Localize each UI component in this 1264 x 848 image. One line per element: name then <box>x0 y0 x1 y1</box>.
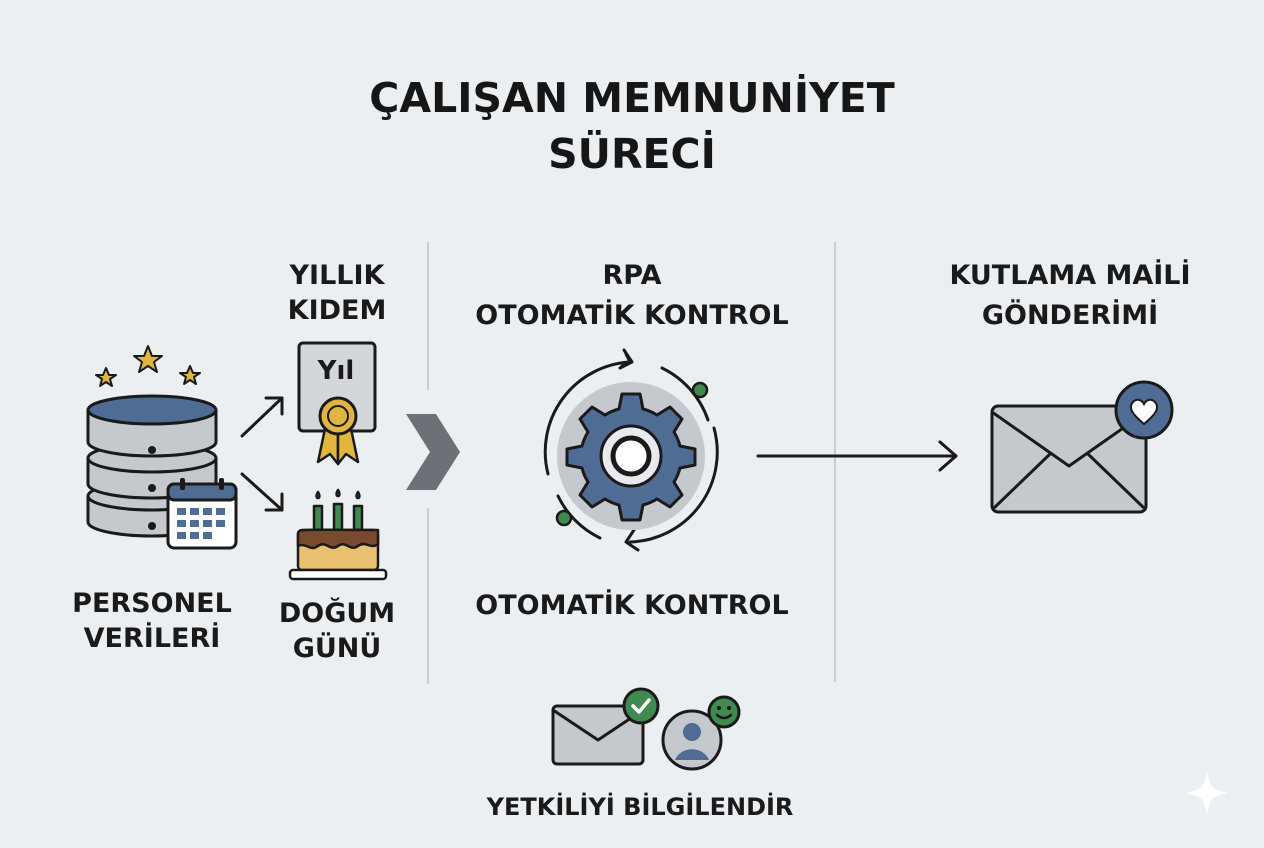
certificate-icon <box>297 341 377 466</box>
calendar-icon <box>166 478 238 550</box>
celebration-header-line-1: KUTLAMA MAİLİ <box>949 260 1191 291</box>
envelope-check-icon <box>551 687 660 766</box>
chevron-right-icon <box>406 414 460 490</box>
divider-left <box>427 242 429 390</box>
personnel-label-line-1: PERSONEL <box>72 588 232 619</box>
rpa-header-line-1: RPA <box>602 260 662 291</box>
birthday-cake-icon <box>288 488 388 581</box>
notify-authority-label: YETKİLİYİ BİLGİLENDİR <box>486 793 794 821</box>
certificate-text: Yıl <box>317 356 355 386</box>
birthday-label-line-1: DOĞUM <box>278 598 396 629</box>
star-icon <box>95 367 117 387</box>
personnel-label-line-2: VERİLERİ <box>83 623 221 654</box>
birthday-label-line-2: GÜNÜ <box>292 633 382 664</box>
page-title-line-1: ÇALIŞAN MEMNUNİYET <box>369 74 895 122</box>
branch-arrows <box>240 396 284 512</box>
rpa-header-line-2: OTOMATİK KONTROL <box>475 300 789 331</box>
star-icon <box>179 365 201 385</box>
envelope-heart-icon <box>990 380 1174 514</box>
send-arrow <box>756 440 958 472</box>
seniority-label-line-2: KIDEM <box>287 295 387 326</box>
user-smile-icon <box>661 695 741 771</box>
star-icon <box>133 345 163 373</box>
database-icon <box>86 394 238 550</box>
stars-icon <box>95 345 201 387</box>
page-title-line-2: SÜRECİ <box>548 130 716 178</box>
celebration-header-line-2: GÖNDERİMİ <box>981 300 1159 331</box>
sparkle-icon <box>1186 770 1228 816</box>
automatic-control-footer: OTOMATİK KONTROL <box>475 590 789 621</box>
divider-right <box>834 242 836 682</box>
divider-left-lower <box>427 508 429 684</box>
seniority-label-line-1: YILLIK <box>289 260 385 291</box>
gear-icon <box>543 348 719 552</box>
